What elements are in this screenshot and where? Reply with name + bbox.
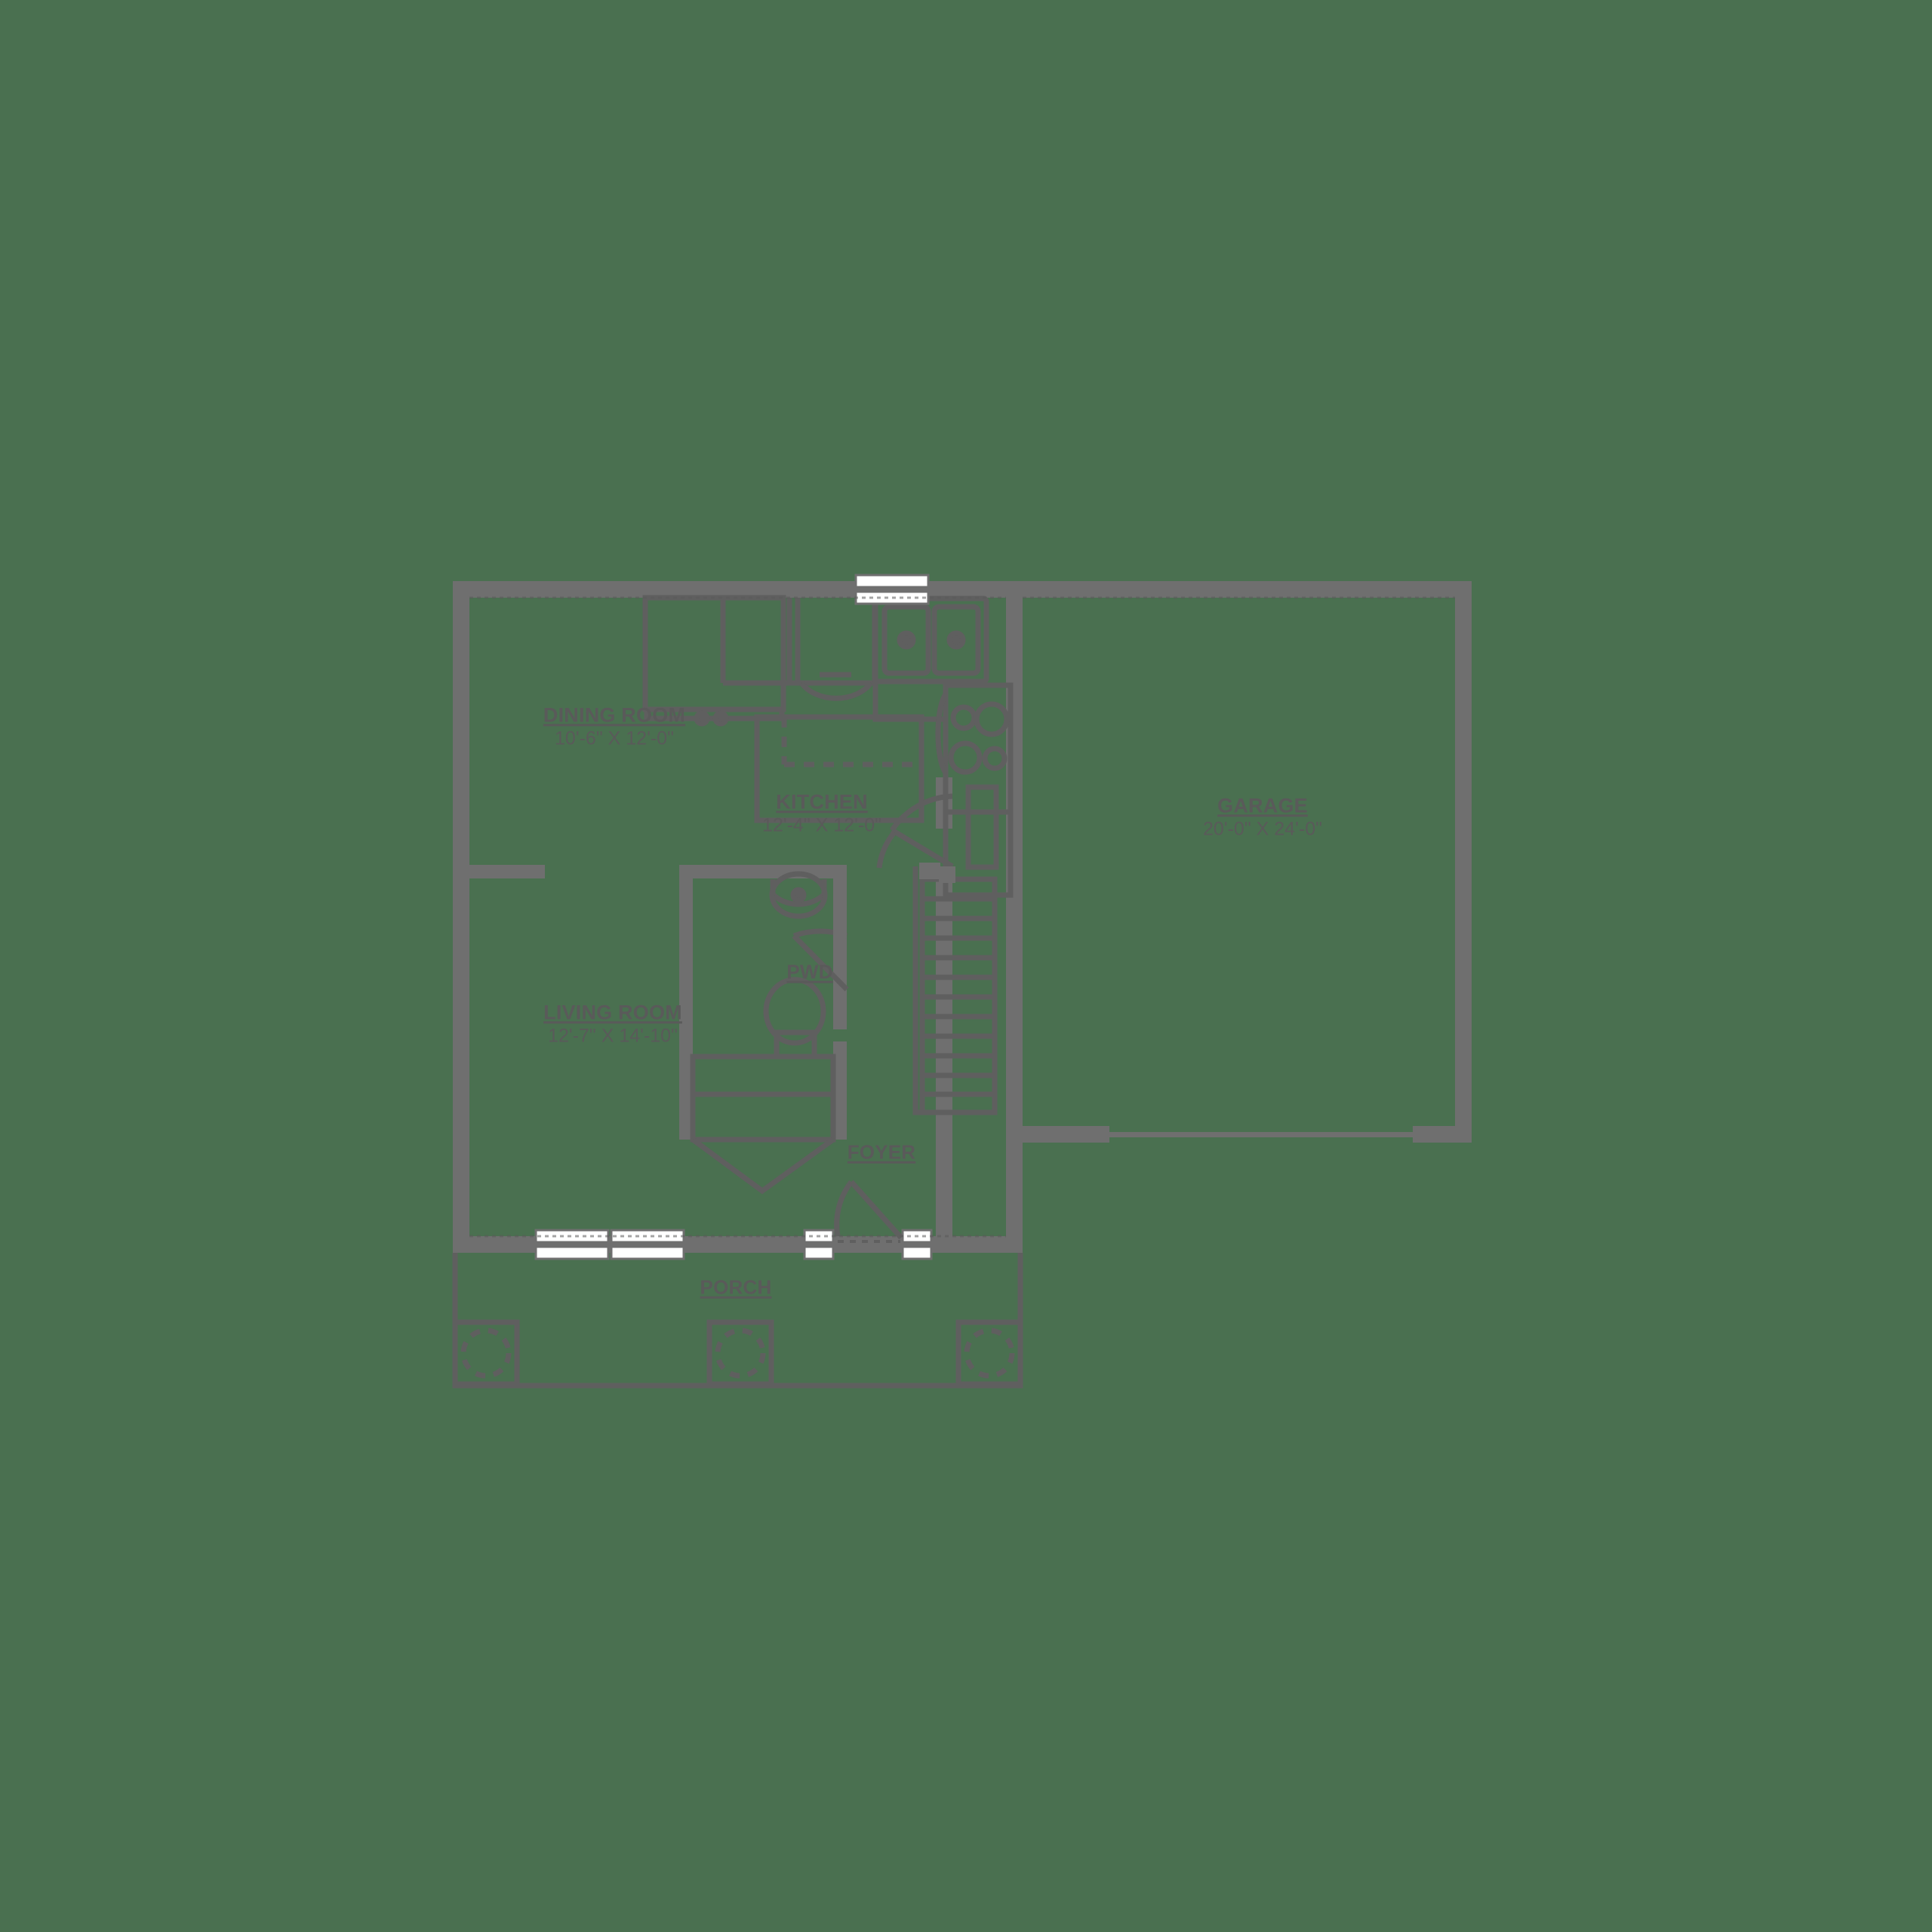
room-label-dining-room: DINING ROOM 10'-6" X 12'-0": [543, 703, 685, 749]
porch-column-center: [706, 1319, 774, 1387]
pwd-lavatory: [769, 871, 828, 919]
room-label-powder-room: PWD: [786, 961, 832, 984]
room-dimension-garage: 20'-0" X 24'-0": [1203, 818, 1322, 840]
room-name-porch: PORCH: [700, 1275, 772, 1299]
pwd-toilet: [763, 977, 826, 1060]
room-dimension-kitchen: 12'-4" X 12'-0": [762, 814, 881, 836]
room-label-porch: PORCH: [700, 1276, 772, 1300]
room-label-foyer: FOYER: [848, 1141, 916, 1164]
garage-service-door[interactable]: [876, 784, 999, 883]
front-door[interactable]: [834, 1180, 903, 1243]
room-name-dining-room: DINING ROOM: [543, 703, 686, 727]
room-label-garage: GARAGE 20'-0" X 24'-0": [1203, 794, 1322, 840]
room-label-living-room: LIVING ROOM 12'-7" X 14'-10": [543, 1001, 682, 1047]
room-label-kitchen: KITCHEN 12'-4" X 12'-0": [762, 790, 881, 836]
wall-inner-hatch: [469, 596, 1455, 1238]
porch-column-left: [452, 1319, 520, 1387]
room-dimension-dining-room: 10'-6" X 12'-0": [555, 728, 674, 749]
porch-outline: [452, 1253, 1023, 1389]
room-name-powder-room: PWD: [786, 960, 833, 983]
kitchen-dishwasher: [799, 672, 873, 701]
kitchen-island: [754, 714, 924, 823]
room-name-foyer: FOYER: [847, 1140, 916, 1164]
room-dimension-living-room: 12'-7" X 14'-10": [548, 1025, 678, 1047]
kitchen-sink: [872, 595, 989, 685]
kitchen-casework: [720, 598, 946, 722]
stairs[interactable]: [912, 866, 998, 1115]
garage-overhead-door: [1109, 1132, 1413, 1137]
room-name-living-room: LIVING ROOM: [543, 1001, 682, 1024]
pwd-door[interactable]: [792, 924, 849, 992]
room-name-garage: GARAGE: [1217, 794, 1308, 817]
garage-exterior-walls: [1023, 581, 1472, 1143]
room-name-kitchen: KITCHEN: [776, 790, 868, 814]
interior-walls: [469, 777, 952, 1236]
window-living-left: [534, 1229, 610, 1260]
porch-column-right: [955, 1319, 1023, 1387]
kitchen-range: [935, 682, 1014, 898]
linen-closet[interactable]: [690, 1054, 836, 1195]
